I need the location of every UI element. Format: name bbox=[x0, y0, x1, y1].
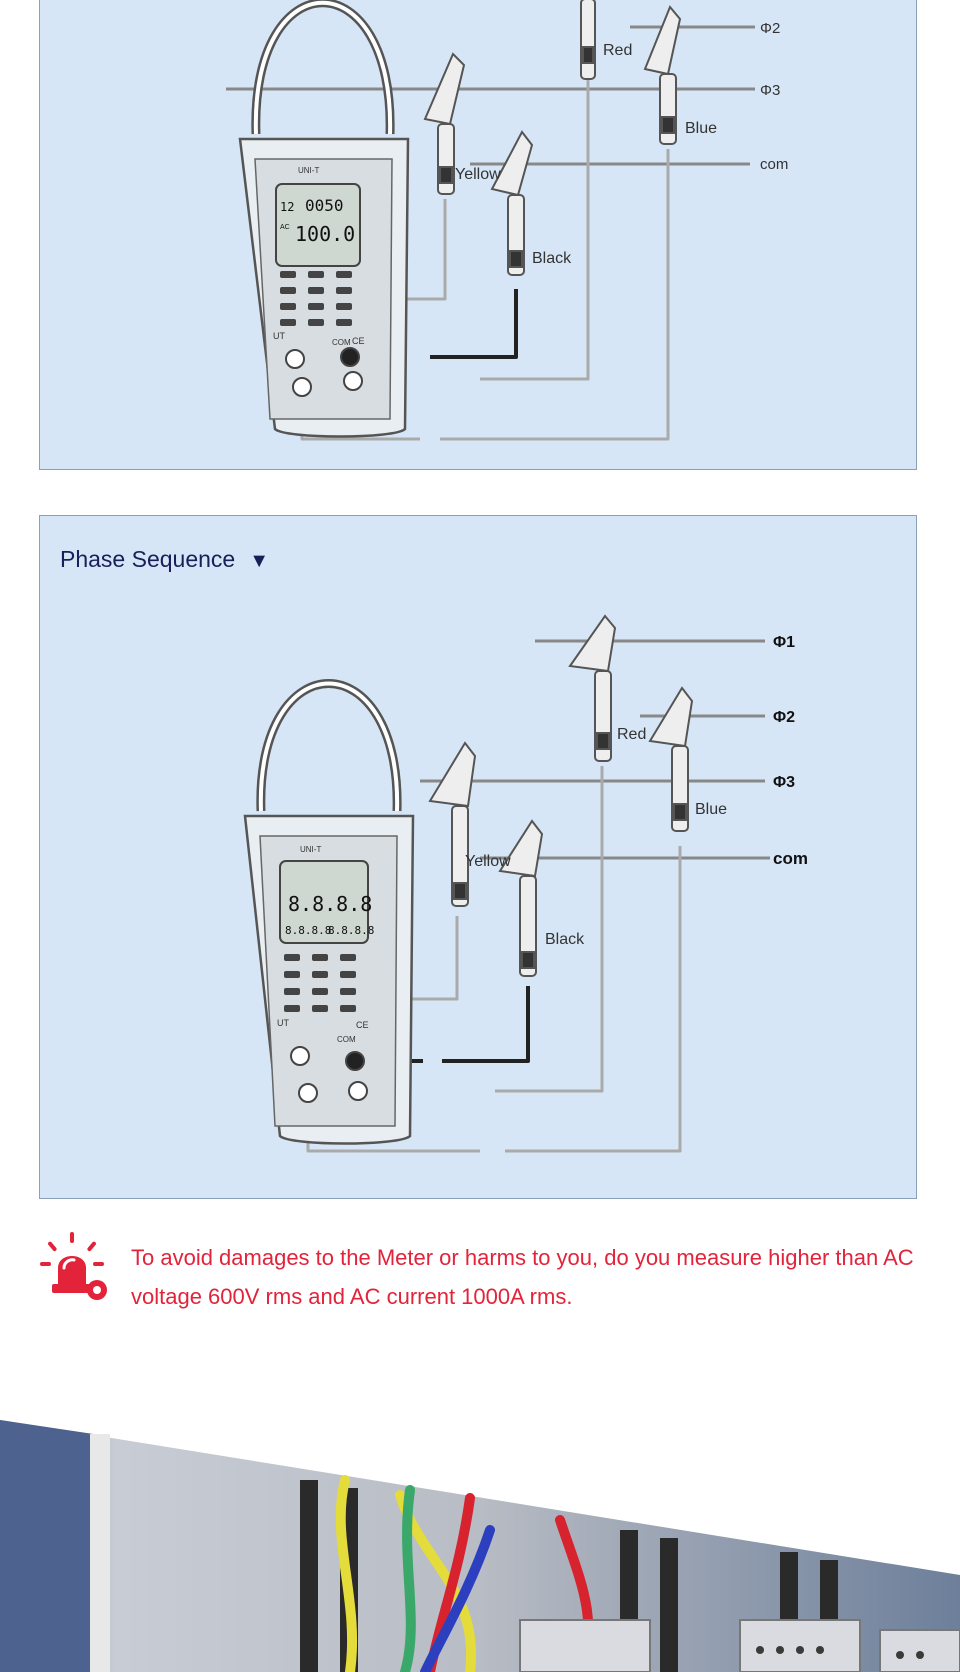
title-marker-icon: ▼ bbox=[249, 550, 269, 572]
phase-sequence-title-text: Phase Sequence bbox=[60, 546, 236, 572]
phase-label-3: Φ3 bbox=[760, 82, 780, 99]
warning-text: To avoid damages to the Meter or harms t… bbox=[131, 1245, 914, 1309]
phase-label-2: Φ2 bbox=[760, 20, 780, 37]
blue-probe-clip bbox=[648, 686, 694, 832]
yellow-cable bbox=[395, 916, 459, 1001]
safety-warning: To avoid damages to the Meter or harms t… bbox=[40, 1232, 920, 1322]
label-yellow: Yellow bbox=[465, 853, 511, 870]
wiring-diagram-top: Φ2 Φ3 com Red Bl bbox=[226, 0, 788, 441]
red-cable bbox=[480, 0, 590, 381]
meter-brand: UNI-T bbox=[300, 845, 321, 854]
meter-com-label: COM bbox=[332, 338, 351, 347]
clamp-meter-top: UNI-T 12 0050 AC 100.0 UT COM CE bbox=[238, 0, 410, 438]
blue-probe-clip bbox=[643, 5, 682, 145]
label-red: Red bbox=[603, 42, 632, 59]
phase-label-1: Φ1 bbox=[773, 634, 795, 651]
lcd-main: 100.0 bbox=[295, 222, 355, 246]
clamp-meter-bottom: UNI-T 8.8.8.8 8.8.8.8 8.8.8.8 UT COM CE bbox=[243, 679, 415, 1145]
yellow-probe-clip bbox=[423, 52, 466, 195]
lcd-upper: 0050 bbox=[305, 196, 344, 215]
black-probe-clip bbox=[490, 130, 534, 276]
lcd-ac: AC bbox=[280, 224, 290, 231]
yellow-probe-clip bbox=[428, 741, 477, 907]
label-red: Red bbox=[617, 726, 646, 743]
wiring-diagram-bottom: Φ1 Φ2 Φ3 com bbox=[243, 614, 808, 1153]
red-probe-clip bbox=[568, 614, 617, 762]
electrical-panel-image bbox=[0, 1420, 960, 1672]
lcd-small: 12 bbox=[280, 200, 294, 214]
red-cable bbox=[495, 766, 604, 1093]
com-label: com bbox=[760, 156, 788, 173]
label-blue: Blue bbox=[695, 801, 727, 818]
meter-ce-mark: CE bbox=[356, 1020, 369, 1030]
lcd-main: 8.8.8.8 bbox=[288, 892, 372, 916]
phase-label-3: Φ3 bbox=[773, 774, 795, 791]
lcd-sub-right: 8.8.8.8 bbox=[328, 924, 374, 937]
meter-brand: UNI-T bbox=[298, 166, 319, 175]
label-yellow: Yellow bbox=[455, 166, 501, 183]
black-probe-clip bbox=[498, 819, 544, 977]
red-probe-clip bbox=[580, 0, 596, 80]
wiring-diagram-panel-phase-sequence: Φ1 Φ2 Φ3 com bbox=[39, 515, 917, 1199]
label-black: Black bbox=[532, 250, 572, 267]
wiring-diagram-panel-top: Φ2 Φ3 com Red Bl bbox=[39, 0, 917, 470]
label-blue: Blue bbox=[685, 120, 717, 137]
meter-ce-mark: CE bbox=[352, 336, 365, 346]
meter-model: UT bbox=[273, 331, 285, 341]
lcd-sub-left: 8.8.8.8 bbox=[285, 924, 331, 937]
meter-com-label: COM bbox=[337, 1035, 356, 1044]
com-label: com bbox=[773, 849, 808, 868]
electrical-panel-photo bbox=[0, 1420, 960, 1672]
meter-model: UT bbox=[277, 1018, 289, 1028]
siren-gear-icon bbox=[40, 1232, 107, 1300]
phase-label-2: Φ2 bbox=[773, 709, 795, 726]
phase-sequence-title: Phase Sequence ▼ bbox=[60, 546, 269, 573]
label-black: Black bbox=[545, 931, 585, 948]
